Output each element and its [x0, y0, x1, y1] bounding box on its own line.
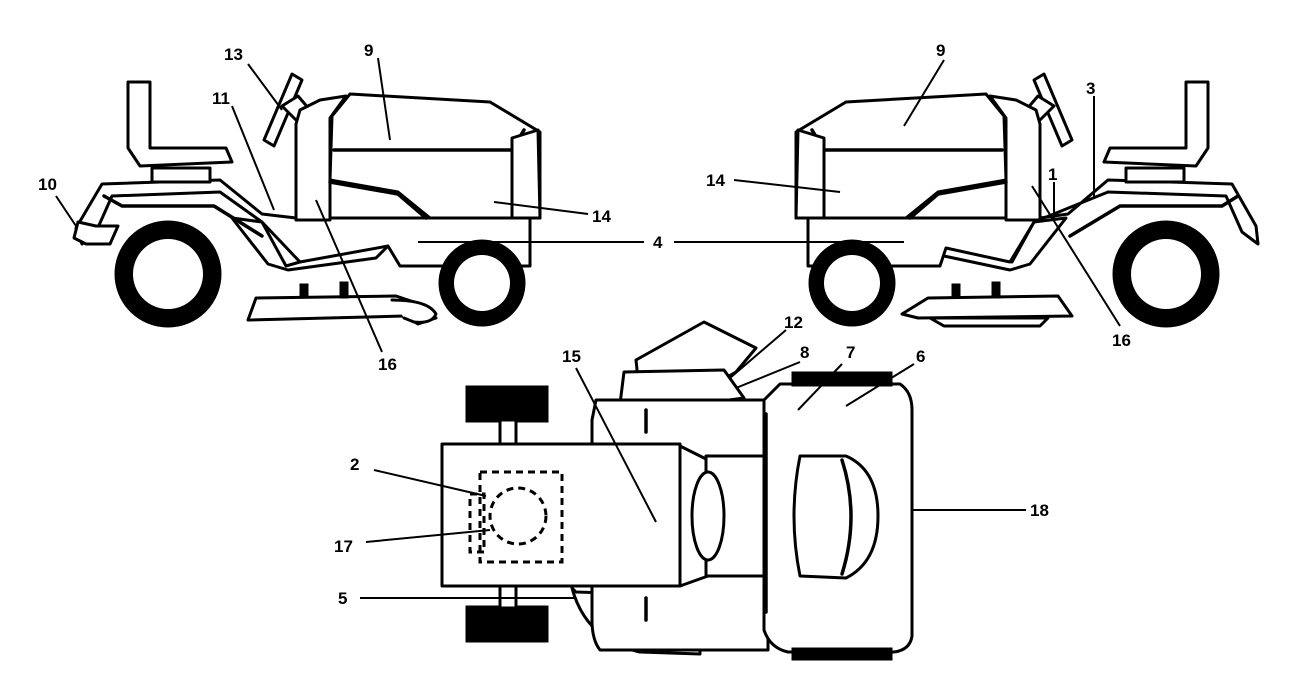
label-left-16: 16 [378, 355, 397, 374]
label-right-14: 14 [706, 171, 725, 190]
callout-labels: 9 13 11 10 14 16 4 9 3 14 1 16 12 8 15 7… [38, 41, 1131, 608]
label-top-8: 8 [800, 343, 809, 362]
top-view [440, 320, 914, 661]
left-seat [126, 80, 234, 184]
right-hood [794, 92, 1008, 220]
label-left-10: 10 [38, 175, 57, 194]
left-front-wheel [438, 239, 526, 327]
label-top-6: 6 [916, 347, 925, 366]
label-top-15: 15 [562, 347, 581, 366]
label-top-17: 17 [334, 537, 353, 556]
left-hood [328, 92, 542, 220]
top-seat [440, 442, 710, 588]
right-side-view [794, 72, 1260, 328]
label-right-3: 3 [1086, 79, 1095, 98]
right-front-wheel [808, 239, 896, 327]
top-rear-tire-upper [465, 385, 549, 423]
label-top-2: 2 [350, 455, 359, 474]
label-left-9: 9 [364, 41, 373, 60]
top-steering-hub [690, 470, 726, 562]
right-chassis [806, 178, 1260, 268]
label-left-13: 13 [224, 45, 243, 64]
left-chassis [74, 178, 532, 268]
label-top-7: 7 [846, 343, 855, 362]
right-rear-wheel [1112, 220, 1220, 328]
label-top-18: 18 [1030, 501, 1049, 520]
label-left-11: 11 [212, 89, 230, 108]
top-engine-cover [792, 454, 880, 580]
label-top-12: 12 [784, 313, 803, 332]
top-rear-tire-lower [465, 605, 549, 643]
label-right-9: 9 [936, 41, 945, 60]
right-mower-deck [900, 281, 1074, 328]
left-rear-wheel [114, 220, 222, 328]
label-top-5: 5 [338, 589, 347, 608]
label-left-14: 14 [592, 207, 611, 226]
label-right-16: 16 [1112, 331, 1131, 350]
right-seat [1102, 80, 1210, 184]
leader-lines [55, 57, 1121, 599]
label-center-4: 4 [653, 233, 663, 252]
label-right-1: 1 [1048, 165, 1057, 184]
left-side-view [72, 72, 542, 328]
left-mower-deck [246, 281, 438, 326]
